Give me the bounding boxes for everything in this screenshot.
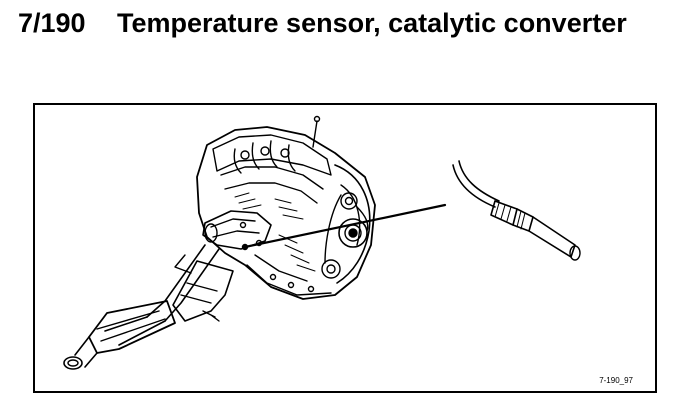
page-title: Temperature sensor, catalytic converter <box>117 8 627 38</box>
temperature-sensor-icon <box>452 160 581 261</box>
leader-dot <box>241 243 249 251</box>
figure-illustration <box>63 115 581 370</box>
figure-code: 7-190_97 <box>599 376 633 385</box>
engine-exhaust-illustration-icon <box>63 115 376 370</box>
leader-line <box>243 203 447 249</box>
figure-frame: 7-190_97 <box>33 103 657 393</box>
section-number: 7/190 <box>18 8 86 38</box>
